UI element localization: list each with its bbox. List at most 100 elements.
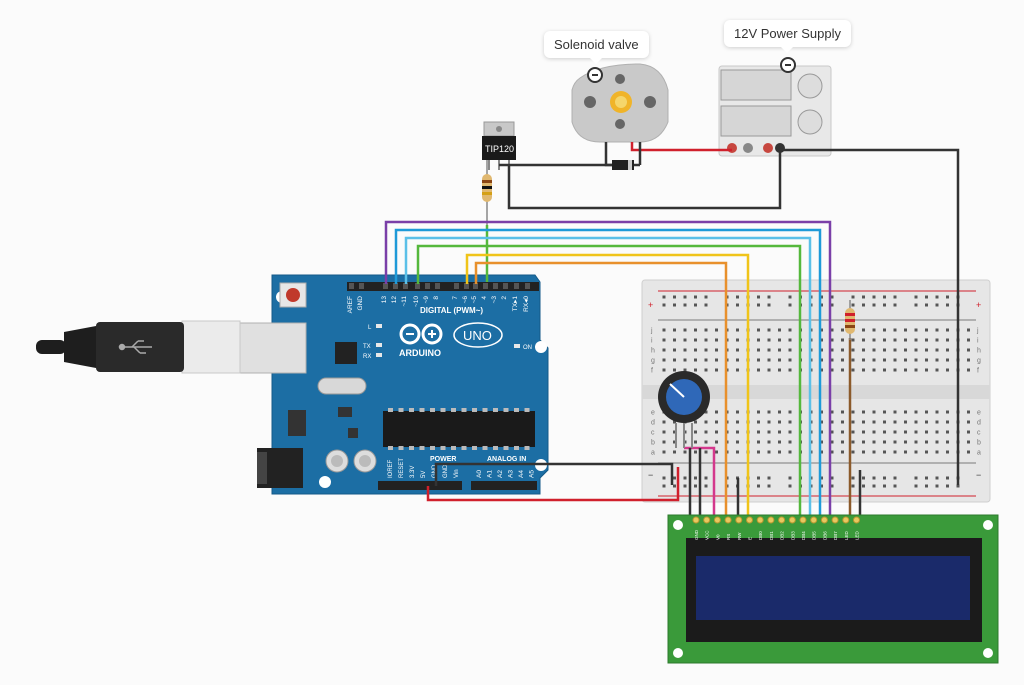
breadboard-hole[interactable] <box>862 450 865 454</box>
breadboard-hole[interactable] <box>662 476 666 480</box>
breadboard-hole[interactable] <box>694 338 697 342</box>
breadboard-hole[interactable] <box>872 420 876 424</box>
lcd-pin[interactable] <box>746 516 753 524</box>
breadboard-hole[interactable] <box>967 328 970 332</box>
breadboard-hole[interactable] <box>862 476 865 480</box>
breadboard-hole[interactable] <box>925 338 928 342</box>
breadboard-hole[interactable] <box>788 440 792 444</box>
breadboard-hole[interactable] <box>851 358 855 362</box>
breadboard-hole[interactable] <box>788 484 792 488</box>
breadboard-hole[interactable] <box>893 410 897 414</box>
breadboard-hole[interactable] <box>715 450 718 454</box>
breadboard-hole[interactable] <box>872 303 876 307</box>
breadboard-hole[interactable] <box>851 484 855 488</box>
breadboard-hole[interactable] <box>851 338 855 342</box>
breadboard-hole[interactable] <box>778 368 781 372</box>
breadboard-hole[interactable] <box>694 303 697 307</box>
breadboard-hole[interactable] <box>851 368 855 372</box>
breadboard-hole[interactable] <box>830 303 834 307</box>
breadboard-hole[interactable] <box>862 348 865 352</box>
lcd-pin[interactable] <box>756 516 764 524</box>
lcd-pin[interactable] <box>778 516 786 524</box>
breadboard-hole[interactable] <box>841 420 844 424</box>
breadboard-hole[interactable] <box>851 295 855 299</box>
breadboard-hole[interactable] <box>925 303 928 307</box>
breadboard-hole[interactable] <box>946 328 949 332</box>
breadboard-hole[interactable] <box>830 440 834 444</box>
breadboard-hole[interactable] <box>967 420 970 424</box>
lcd-pin[interactable] <box>831 516 839 524</box>
breadboard-hole[interactable] <box>694 348 697 352</box>
breadboard-hole[interactable] <box>757 484 760 488</box>
breadboard-hole[interactable] <box>904 328 907 332</box>
breadboard-hole[interactable] <box>736 410 739 414</box>
tip120-transistor[interactable]: TIP120 <box>482 121 516 170</box>
breadboard-hole[interactable] <box>925 328 928 332</box>
breadboard-hole[interactable] <box>736 348 739 352</box>
breadboard-hole[interactable] <box>883 368 886 372</box>
digital-header[interactable] <box>347 282 539 291</box>
breadboard-hole[interactable] <box>662 420 666 424</box>
breadboard-hole[interactable] <box>704 295 708 299</box>
breadboard-hole[interactable] <box>736 303 739 307</box>
breadboard-hole[interactable] <box>893 368 897 372</box>
breadboard-hole[interactable] <box>841 348 844 352</box>
reset-button[interactable] <box>286 288 300 302</box>
breadboard-hole[interactable] <box>935 410 939 414</box>
breadboard-hole[interactable] <box>694 358 697 362</box>
breadboard-hole[interactable] <box>820 358 823 362</box>
breadboard-hole[interactable] <box>830 328 834 332</box>
breadboard-hole[interactable] <box>967 358 970 362</box>
breadboard-hole[interactable] <box>946 338 949 342</box>
breadboard-hole[interactable] <box>704 420 708 424</box>
breadboard-hole[interactable] <box>662 303 666 307</box>
breadboard-hole[interactable] <box>767 484 771 488</box>
breadboard-hole[interactable] <box>683 303 687 307</box>
breadboard-hole[interactable] <box>946 440 949 444</box>
breadboard-hole[interactable] <box>883 430 886 434</box>
breadboard-hole[interactable] <box>694 328 697 332</box>
breadboard-hole[interactable] <box>883 420 886 424</box>
lcd-pin[interactable] <box>788 516 796 524</box>
breadboard-hole[interactable] <box>851 476 855 480</box>
breadboard-hole[interactable] <box>830 358 834 362</box>
breadboard-hole[interactable] <box>914 410 918 414</box>
breadboard-hole[interactable] <box>694 368 697 372</box>
breadboard-hole[interactable] <box>935 295 939 299</box>
breadboard-hole[interactable] <box>673 338 676 342</box>
breadboard-hole[interactable] <box>893 295 897 299</box>
breadboard-hole[interactable] <box>862 484 865 488</box>
breadboard-hole[interactable] <box>851 410 855 414</box>
breadboard-hole[interactable] <box>935 484 939 488</box>
breadboard-hole[interactable] <box>694 476 697 480</box>
breadboard-hole[interactable] <box>788 450 792 454</box>
breadboard-hole[interactable] <box>893 303 897 307</box>
breadboard-hole[interactable] <box>673 368 676 372</box>
breadboard-hole[interactable] <box>925 368 928 372</box>
breadboard-hole[interactable] <box>904 368 907 372</box>
breadboard-hole[interactable] <box>925 450 928 454</box>
breadboard-hole[interactable] <box>767 420 771 424</box>
breadboard-hole[interactable] <box>925 430 928 434</box>
breadboard-hole[interactable] <box>757 348 760 352</box>
breadboard-hole[interactable] <box>820 476 823 480</box>
breadboard-hole[interactable] <box>862 338 865 342</box>
breadboard-hole[interactable] <box>914 450 918 454</box>
breadboard-hole[interactable] <box>841 338 844 342</box>
breadboard-hole[interactable] <box>872 368 876 372</box>
power-supply[interactable] <box>718 65 832 157</box>
breadboard-hole[interactable] <box>778 450 781 454</box>
breadboard-hole[interactable] <box>694 295 697 299</box>
breadboard-hole[interactable] <box>946 410 949 414</box>
breadboard-hole[interactable] <box>788 420 792 424</box>
breadboard-hole[interactable] <box>757 303 760 307</box>
breadboard-hole[interactable] <box>935 303 939 307</box>
breadboard-hole[interactable] <box>662 430 666 434</box>
breadboard-hole[interactable] <box>914 328 918 332</box>
breadboard-hole[interactable] <box>904 348 907 352</box>
breadboard-hole[interactable] <box>778 348 781 352</box>
breadboard-hole[interactable] <box>673 303 676 307</box>
breadboard-hole[interactable] <box>883 484 886 488</box>
breadboard-hole[interactable] <box>935 348 939 352</box>
